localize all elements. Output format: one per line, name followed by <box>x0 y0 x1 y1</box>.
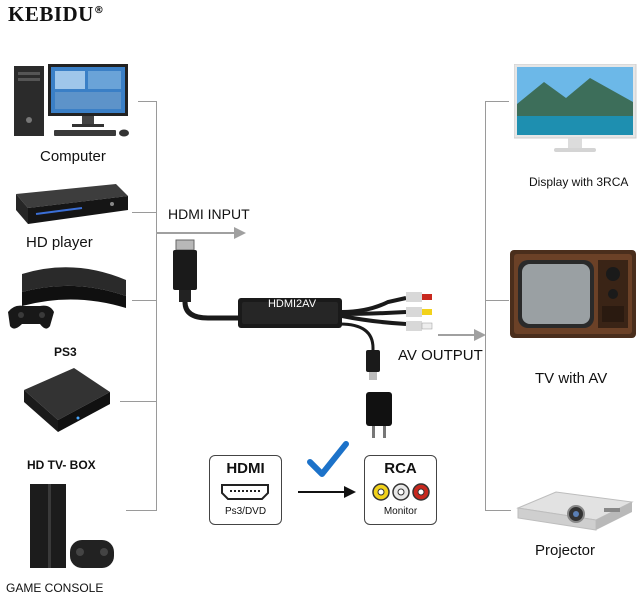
hdmi-legend-sub: Ps3/DVD <box>224 506 267 517</box>
input-bracket-tv-box <box>120 401 156 402</box>
tv-box-icon <box>24 368 110 432</box>
input-bracket-computer <box>138 101 156 102</box>
input-bracket-ps3 <box>132 300 156 301</box>
brand-logo: KEBIDU® <box>8 2 104 27</box>
hdmi-input-label: HDMI INPUT <box>168 206 250 222</box>
tv-label: TV with AV <box>535 370 608 387</box>
hdmi-legend-title: HDMI <box>226 460 265 477</box>
hdmi-to-av-cable <box>173 239 433 438</box>
tv-icon <box>510 250 636 338</box>
input-bracket-vertical <box>156 101 157 511</box>
conversion-arrow <box>298 441 356 498</box>
tv-box-label: HD TV- BOX <box>27 458 96 472</box>
converter-label: HDMI2AV <box>267 298 317 310</box>
output-bracket-vertical <box>485 101 486 511</box>
input-bracket-console <box>126 510 156 511</box>
output-bracket-projector <box>485 510 511 511</box>
hdmi-port-icon <box>221 484 269 500</box>
ps3-console-icon <box>8 267 126 329</box>
projector-icon <box>516 491 634 531</box>
rca-legend-sub: Monitor <box>383 506 418 517</box>
hdmi-legend-box: HDMI Ps3/DVD <box>209 455 282 525</box>
blu-ray-player-icon <box>16 184 128 224</box>
input-bracket-hd-player <box>132 212 156 213</box>
registered-mark: ® <box>93 5 105 16</box>
display-monitor-icon <box>514 64 637 152</box>
rca-jacks-icon <box>372 483 430 501</box>
ps3-label: PS3 <box>54 345 77 359</box>
brand-name: KEBIDU <box>8 2 94 26</box>
computer-icon <box>14 64 129 137</box>
projector-label: Projector <box>535 542 596 559</box>
output-bracket-display <box>485 101 509 102</box>
game-console-label: GAME CONSOLE <box>6 581 104 595</box>
game-console-icon <box>30 484 114 568</box>
computer-label: Computer <box>40 148 106 165</box>
hd-player-label: HD player <box>26 234 93 251</box>
av-output-label: AV OUTPUT <box>398 347 483 364</box>
rca-legend-title: RCA <box>384 460 417 477</box>
av-output-arrow <box>438 329 486 341</box>
display-label: Display with 3RCA <box>529 175 629 189</box>
checkmark-icon <box>307 441 349 477</box>
hdmi-input-arrow <box>156 227 246 239</box>
output-bracket-tv <box>485 300 509 301</box>
rca-legend-box: RCA Monitor <box>364 455 437 525</box>
